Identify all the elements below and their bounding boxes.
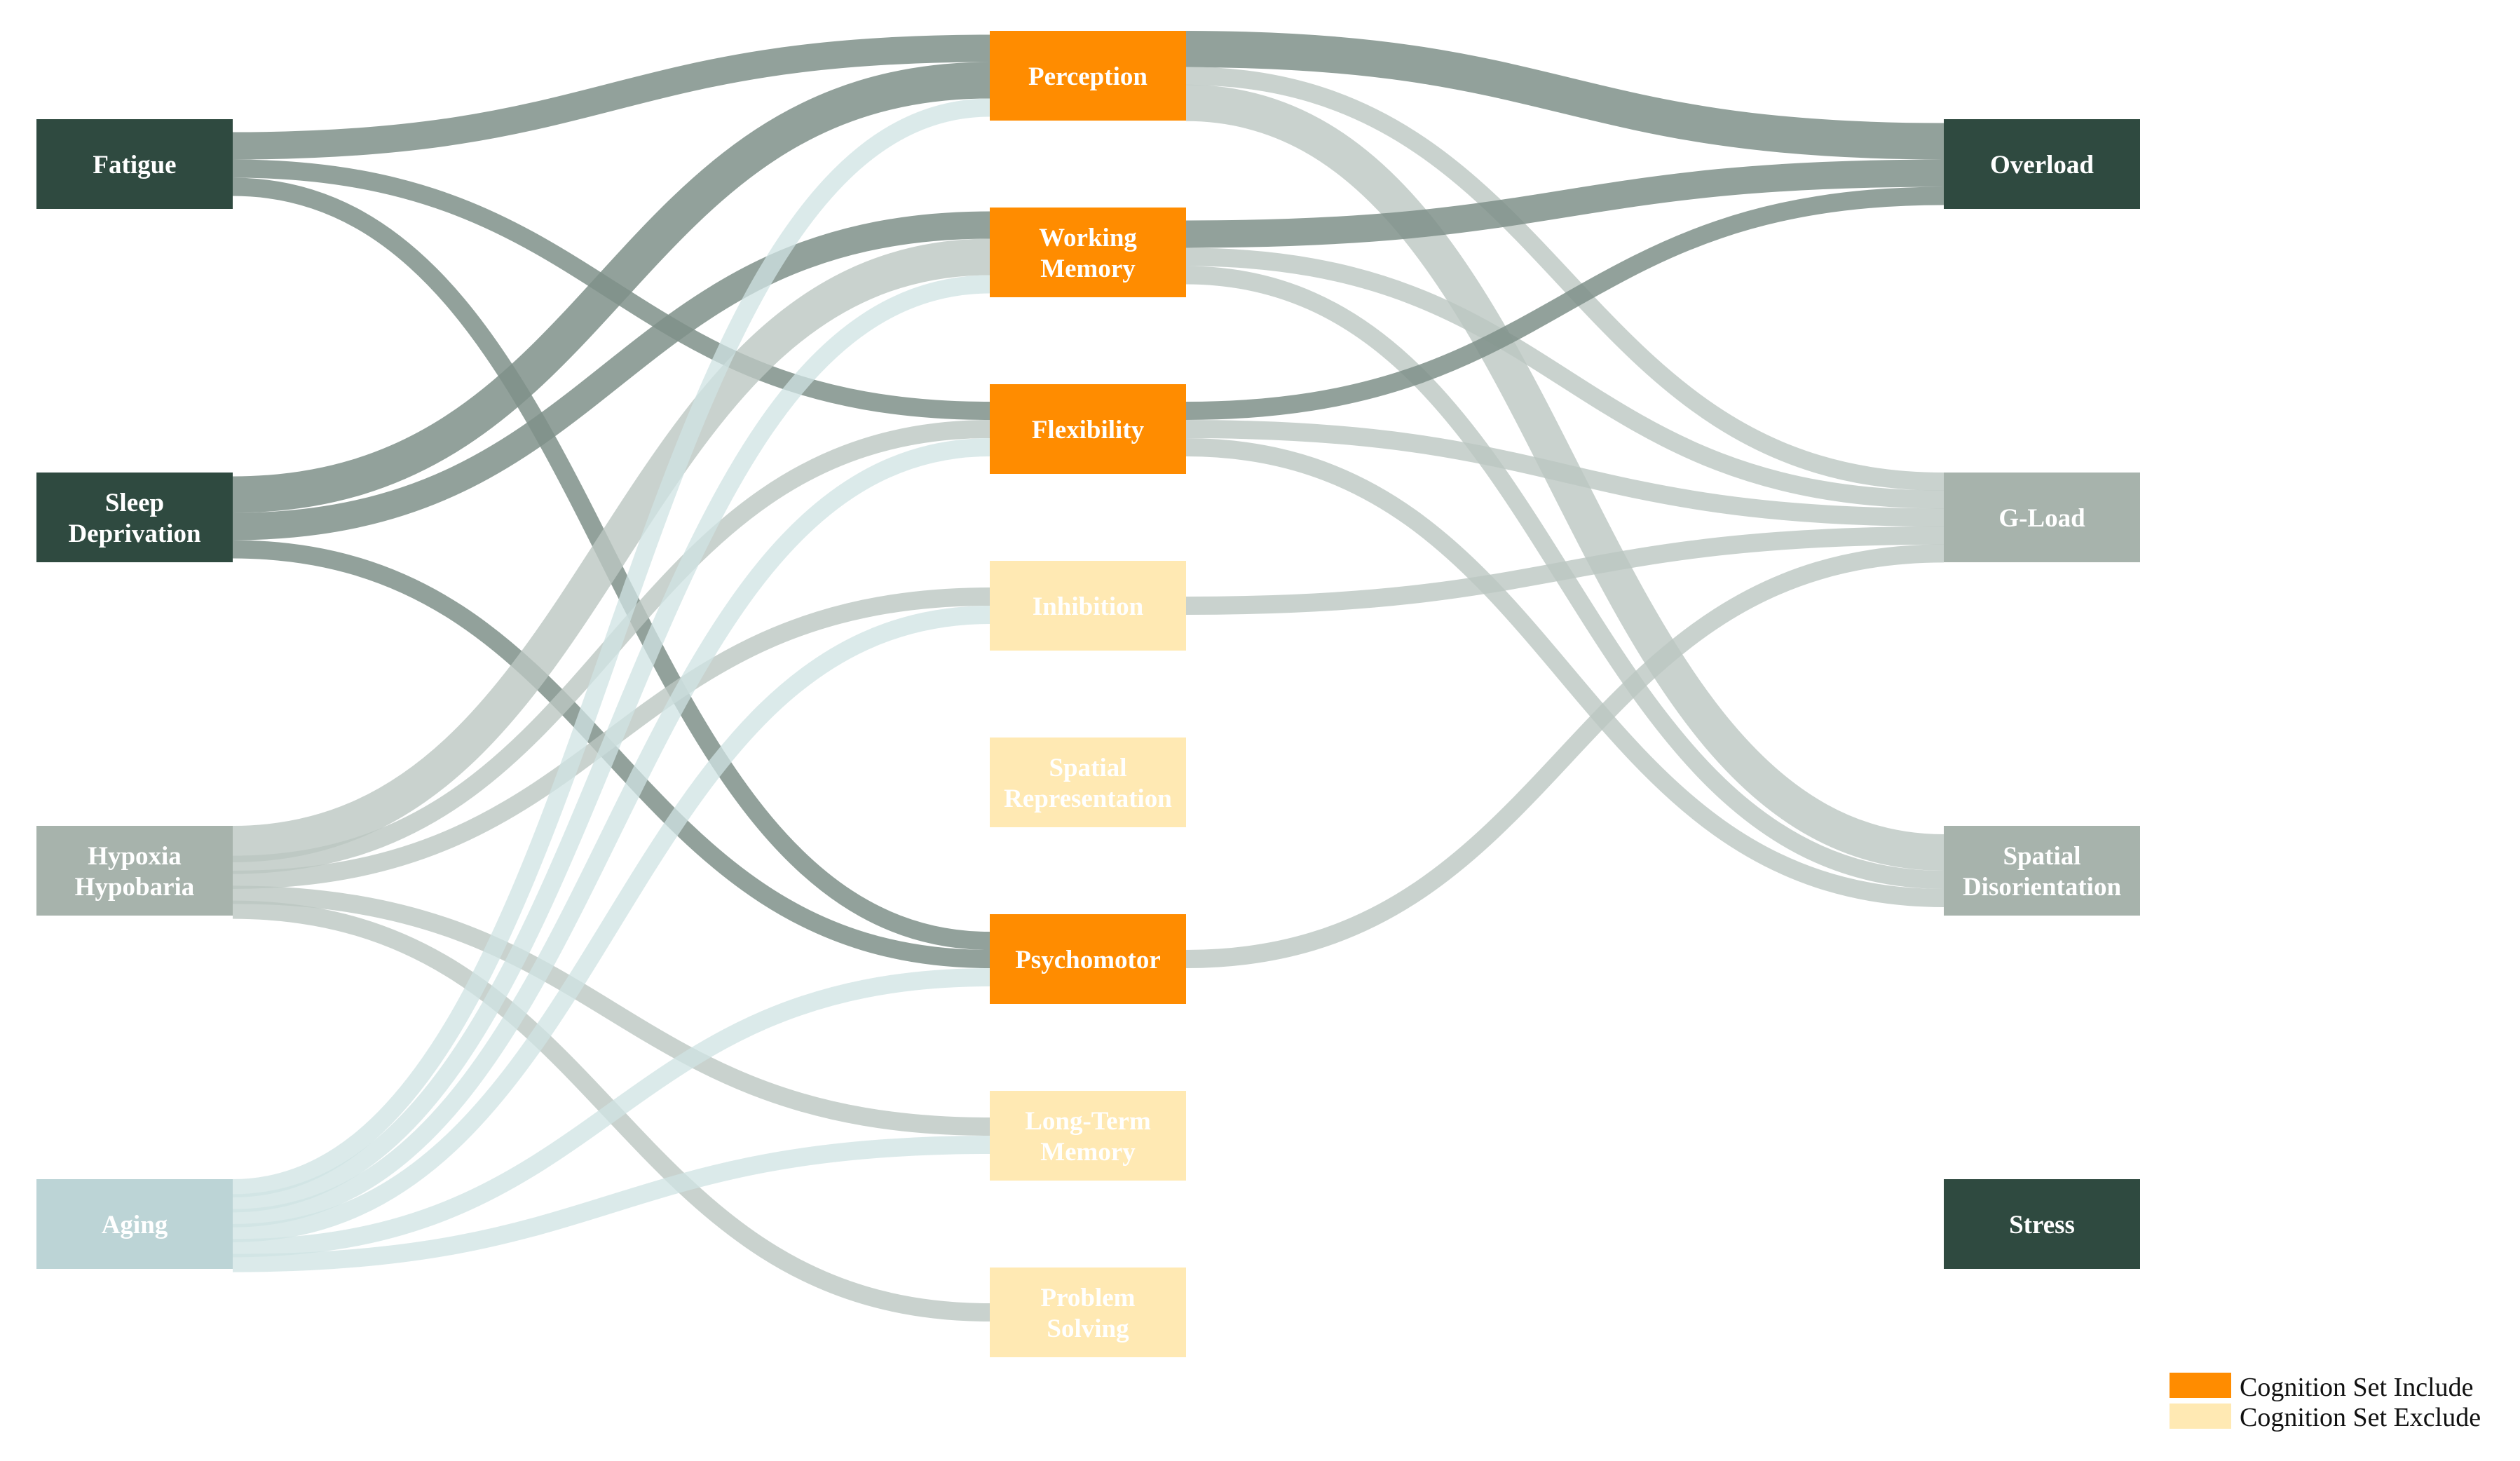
right-link-flexibility-to-spatial_dis (1185, 438, 1945, 907)
node-stress: Stress (1944, 1179, 2140, 1269)
node-label-problem-solving: Problem (1041, 1284, 1136, 1312)
node-box-spatial-rep (990, 738, 1186, 827)
left-link-sleep-to-perception (232, 62, 990, 513)
node-label-perception: Perception (1028, 62, 1147, 91)
left-link-aging-to-flexibility (232, 438, 990, 1228)
node-box-problem-solving (990, 1268, 1186, 1357)
node-box-sleep (36, 473, 233, 562)
right-link-perception-to-overload (1185, 31, 1945, 160)
node-label-gload: G-Load (1998, 504, 2085, 533)
legend-swatch-exclude (2170, 1404, 2231, 1429)
node-label-spatial-dis: Disorientation (1963, 873, 2122, 902)
links-layer (232, 31, 1945, 1321)
node-label-sleep: Deprivation (68, 519, 201, 548)
node-label-inhibition: Inhibition (1033, 592, 1144, 621)
left-link-sleep-to-working_memory (232, 211, 990, 541)
node-label-overload: Overload (1990, 151, 2094, 179)
left-link-aging-to-working_memory (232, 275, 990, 1213)
node-overload: Overload (1944, 119, 2140, 209)
node-label-long-term: Long-Term (1025, 1107, 1151, 1136)
node-label-spatial-rep: Spatial (1049, 754, 1126, 782)
node-label-hypoxia: Hypoxia (88, 842, 182, 871)
node-box-spatial-dis (1944, 826, 2140, 916)
left-link-hypoxia-to-long_term (232, 885, 990, 1136)
node-label-sleep: Sleep (105, 489, 164, 517)
left-link-aging-to-inhibition (232, 606, 990, 1242)
node-box-working-memory (990, 208, 1186, 297)
node-label-psychomotor: Psychomotor (1015, 946, 1161, 974)
right-link-perception-to-gload (1185, 67, 1945, 491)
node-gload: G-Load (1944, 473, 2140, 562)
node-flexibility: Flexibility (990, 384, 1186, 474)
legend-swatch-include (2170, 1373, 2231, 1398)
node-label-spatial-rep: Representation (1004, 784, 1172, 813)
node-box-fatigue (36, 119, 233, 209)
left-link-aging-to-perception (232, 98, 990, 1197)
node-label-stress: Stress (2009, 1211, 2075, 1239)
node-label-problem-solving: Solving (1047, 1314, 1129, 1343)
node-label-working-memory: Working (1039, 224, 1137, 252)
right-link-inhibition-to-gload (1185, 526, 1945, 615)
node-aging: Aging (36, 1179, 233, 1269)
node-label-working-memory: Memory (1040, 254, 1136, 283)
node-fatigue: Fatigue (36, 119, 233, 209)
node-label-fatigue: Fatigue (93, 151, 176, 179)
node-box-long-term (990, 1091, 1186, 1181)
left-link-fatigue-to-perception (232, 34, 990, 160)
right-link-working_memory-to-gload (1185, 247, 1945, 509)
legend-label-include: Cognition Set Include (2240, 1373, 2474, 1402)
legend-label-exclude: Cognition Set Exclude (2240, 1403, 2481, 1432)
nodes-layer: FatigueSleepDeprivationHypoxiaHypobariaA… (36, 31, 2140, 1357)
node-inhibition: Inhibition (990, 561, 1186, 651)
node-box-gload (1944, 473, 2140, 562)
left-link-aging-to-psychomotor (232, 968, 990, 1258)
node-box-inhibition (990, 561, 1186, 651)
legend: Cognition Set Include Cognition Set Excl… (2170, 1373, 2481, 1432)
right-link-working_memory-to-overload (1185, 159, 1945, 248)
node-box-psychomotor (990, 914, 1186, 1004)
right-link-flexibility-to-gload (1185, 420, 1945, 527)
node-label-long-term: Memory (1040, 1138, 1136, 1167)
node-psychomotor: Psychomotor (990, 914, 1186, 1004)
left-link-aging-to-long_term (232, 1136, 990, 1272)
node-box-flexibility (990, 384, 1186, 474)
node-label-spatial-dis: Spatial (2003, 842, 2080, 871)
right-link-flexibility-to-overload (1185, 186, 1945, 420)
node-label-aging: Aging (102, 1211, 168, 1239)
node-box-perception (990, 31, 1186, 121)
right-link-psychomotor-to-gload (1185, 544, 1945, 968)
left-link-hypoxia-to-working_memory (232, 238, 990, 862)
node-label-flexibility: Flexibility (1032, 416, 1145, 444)
node-box-hypoxia (36, 826, 233, 916)
node-box-overload (1944, 119, 2140, 209)
node-box-stress (1944, 1179, 2140, 1269)
node-box-aging (36, 1179, 233, 1269)
node-perception: Perception (990, 31, 1186, 121)
node-label-hypoxia: Hypobaria (75, 873, 195, 902)
